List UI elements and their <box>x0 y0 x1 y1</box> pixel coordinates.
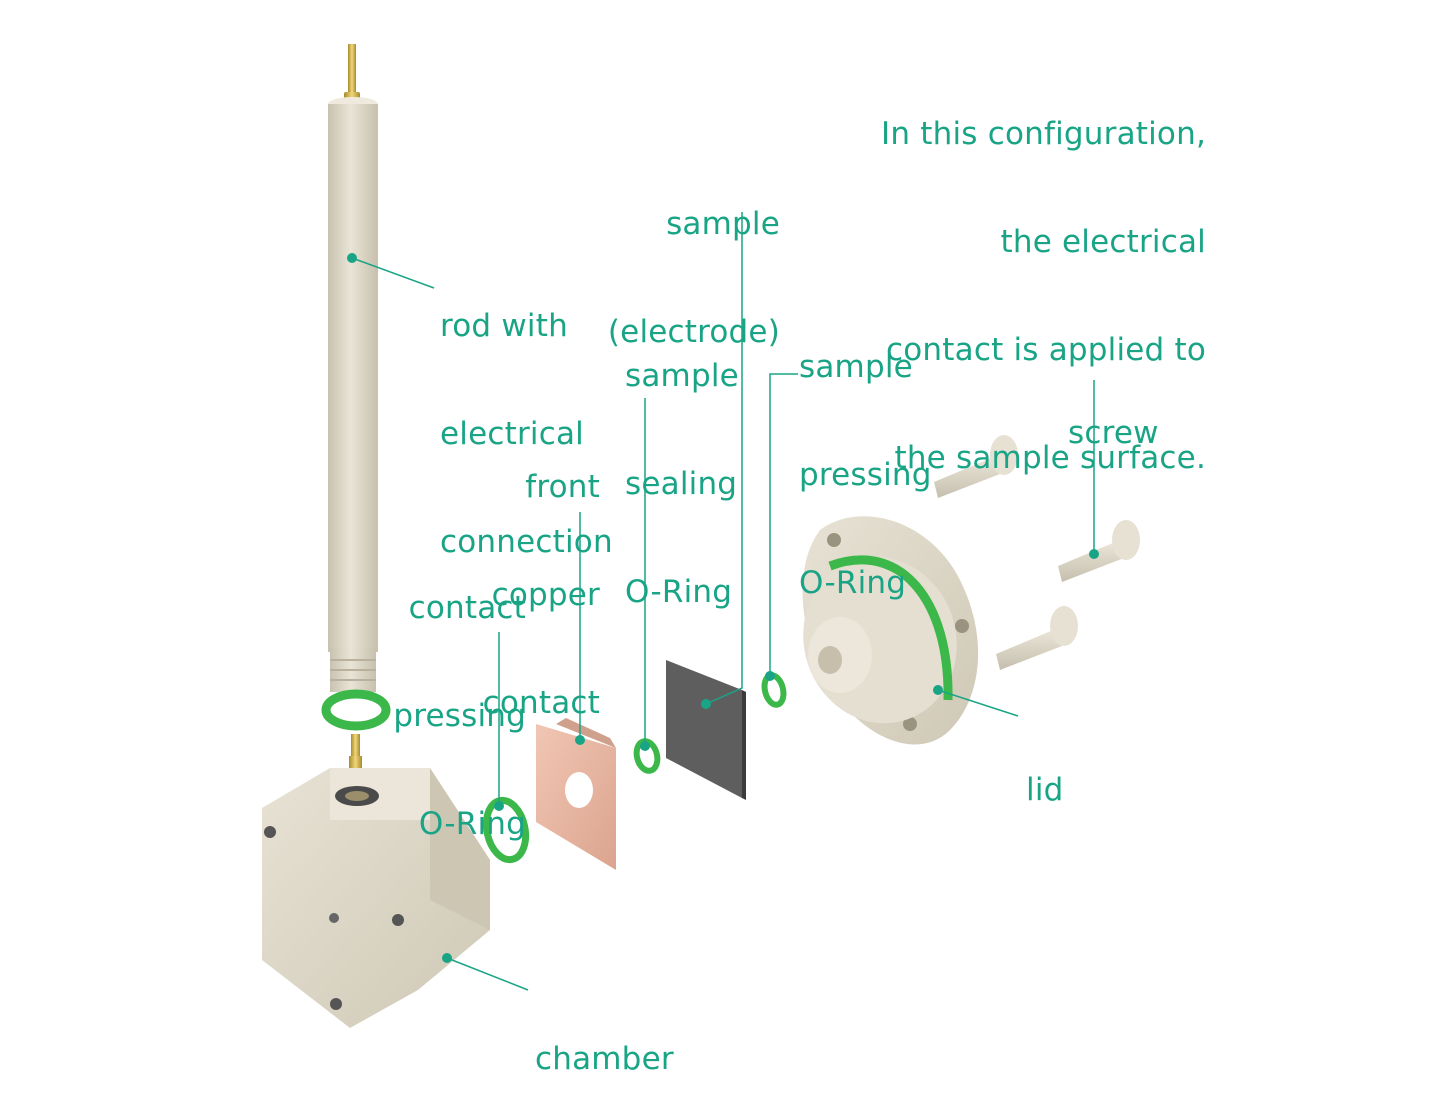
note-line-4: the sample surface. <box>894 440 1206 476</box>
rod-oring <box>321 689 391 731</box>
label-screw: screw <box>1068 415 1159 451</box>
leader-lid <box>937 689 1019 717</box>
note-line-3: contact is applied to <box>886 332 1206 368</box>
label-chamber: chamber <box>535 1041 674 1077</box>
leader-chamber <box>446 957 529 991</box>
sample-electrode <box>666 660 746 800</box>
label-front-copper-contact: front copper contact <box>482 469 600 721</box>
contact-pressing-oring <box>482 796 530 864</box>
label-sample-sealing-oring: sample sealing O-Ring <box>625 358 739 610</box>
note-line-1: In this configuration, <box>881 116 1206 152</box>
leader-rod <box>351 257 435 289</box>
front-copper-contact <box>536 718 616 870</box>
label-contact-pressing-oring: contact pressing O-Ring <box>393 590 526 842</box>
screw-middle <box>1058 520 1140 582</box>
rod-body <box>328 104 378 652</box>
screw-bottom <box>996 606 1078 670</box>
rod <box>328 44 378 692</box>
leader-lines <box>351 212 1095 991</box>
leader-dots <box>347 253 1099 963</box>
label-sample: sample (electrode) <box>607 206 780 350</box>
exploded-assembly-diagram <box>262 44 1140 1028</box>
leader-sample <box>705 212 743 705</box>
leader-pressing-oring <box>769 373 798 676</box>
screw-top <box>934 435 1018 498</box>
note-line-2: the electrical <box>1000 224 1206 260</box>
label-rod: rod with electrical connection <box>440 308 613 560</box>
label-sample-pressing-oring: sample pressing O-Ring <box>799 349 932 601</box>
label-lid: lid <box>1026 772 1064 808</box>
chamber <box>262 768 490 1028</box>
rod-pin <box>348 44 356 106</box>
configuration-note: In this configuration, the electrical co… <box>881 44 1206 512</box>
